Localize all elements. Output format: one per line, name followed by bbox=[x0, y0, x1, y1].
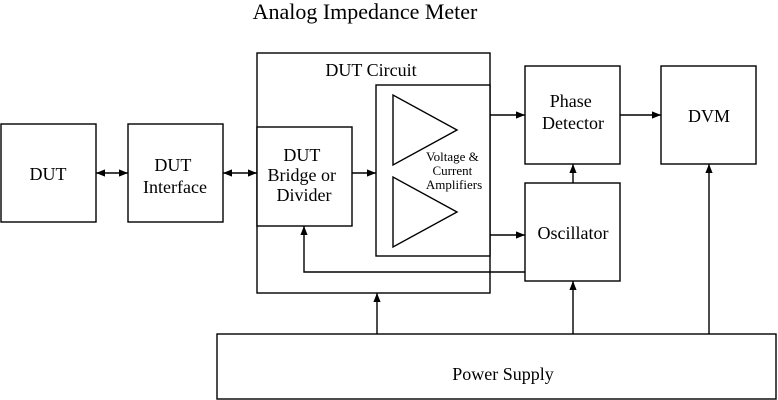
dut-interface-line-1: DUT bbox=[154, 155, 191, 175]
oscillator-to-bridge-feedback-arrow bbox=[300, 226, 525, 273]
dut-label: DUT bbox=[30, 164, 67, 184]
dut-interface-label: DUT Interface bbox=[143, 155, 207, 197]
oscillator-box bbox=[524, 182, 621, 282]
bridge-line-3: Divider bbox=[277, 185, 332, 205]
dut-circuit-label: DUT Circuit bbox=[325, 60, 416, 80]
amplifiers-line-1: Voltage & bbox=[426, 149, 479, 164]
phase-detector-label: Phase Detector bbox=[542, 91, 604, 133]
current-amplifier-icon bbox=[392, 175, 459, 249]
dvm-label: DVM bbox=[688, 106, 730, 126]
dut-box bbox=[0, 123, 97, 223]
bridge-line-2: Bridge or bbox=[268, 165, 336, 185]
amplifiers-label: Voltage & Current Amplifiers bbox=[426, 149, 482, 192]
phase-detector-line-2: Detector bbox=[542, 113, 604, 133]
power-supply-label: Power Supply bbox=[452, 364, 554, 384]
bridge-label: DUT Bridge or Divider bbox=[268, 145, 341, 205]
dut-interface-line-2: Interface bbox=[143, 177, 207, 197]
phase-detector-box bbox=[524, 65, 621, 165]
bridge-line-1: DUT bbox=[283, 145, 320, 165]
oscillator-label: Oscillator bbox=[538, 223, 609, 243]
voltage-amplifier-icon bbox=[392, 93, 459, 167]
phase-detector-line-1: Phase bbox=[550, 91, 592, 111]
amplifiers-line-3: Amplifiers bbox=[426, 177, 482, 192]
diagram-title: Analog Impedance Meter bbox=[253, 0, 478, 24]
bridge-box bbox=[256, 126, 353, 227]
amplifiers-line-2: Current bbox=[433, 163, 473, 178]
dut-interface-box bbox=[127, 123, 224, 223]
power-supply-box bbox=[216, 333, 777, 400]
